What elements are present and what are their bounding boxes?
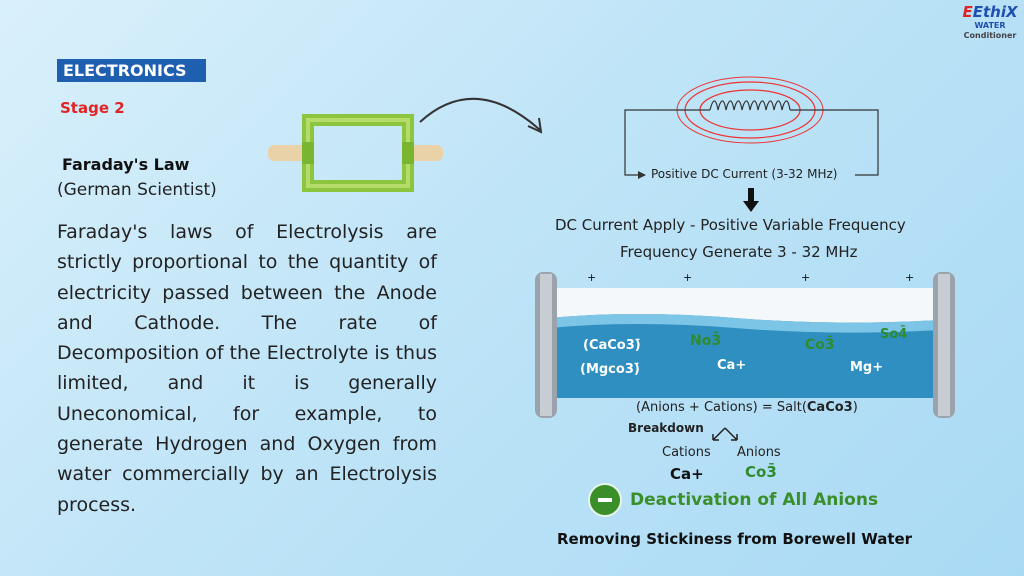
logo-sub: WATER [974, 21, 1006, 30]
law-title: Faraday's Law [62, 155, 190, 174]
water-tube-image: + + + + (CaCo3)̄ (Mgco3)̄ No3̄ Ca+ Co3̄ So4… [535, 270, 955, 420]
footer-caption: Removing Stickiness from Borewell Water [557, 530, 913, 548]
logo-tag: Conditioner [963, 31, 1017, 40]
section-tag: ELECTRONICS [57, 59, 206, 82]
anion-value: Co3̄ [745, 463, 777, 481]
law-subtitle: (German Scientist) [57, 180, 217, 200]
brand-logo: EEthiX WATER Conditioner [962, 3, 1018, 41]
desc-line-2: Frequency Generate 3 - 32 MHz [620, 243, 858, 261]
breakdown-label: Breakdown [628, 421, 704, 435]
cation-value: Ca+ [670, 465, 704, 483]
stage-label: Stage 2 [60, 99, 125, 117]
split-arrows-icon [712, 427, 738, 441]
salt-equation: (Anions + Cations) = Salt(CaCo3) [636, 400, 858, 415]
curved-arrow-icon [419, 97, 543, 134]
svg-text:+: + [905, 271, 914, 284]
anions-label: Anions [737, 445, 781, 460]
description-paragraph: Faraday's laws of Electrolysis are stric… [57, 221, 438, 516]
ion-co3: Co3̄ [805, 337, 835, 353]
deactivation-banner: Deactivation of All Anions [588, 483, 878, 517]
svg-text:+: + [801, 271, 810, 284]
svg-text:+: + [683, 271, 692, 284]
ion-caco3: (CaCo3)̄ [583, 338, 641, 353]
ion-mgco3: (Mgco3)̄ [580, 362, 640, 377]
svg-text:+: + [587, 271, 596, 284]
cations-label: Cations [662, 445, 711, 460]
ion-mg: Mg+ [850, 360, 884, 375]
desc-line-1: DC Current Apply - Positive Variable Fre… [555, 216, 906, 234]
ion-no3: No3̄ [690, 333, 722, 349]
down-arrow-icon [743, 188, 759, 212]
pipe-device-image [268, 114, 443, 192]
minus-circle-icon [588, 483, 622, 517]
ion-ca: Ca+ [717, 358, 747, 373]
coil-circuit-diagram [624, 76, 879, 179]
coil-label: Positive DC Current (3-32 MHz) [651, 167, 838, 181]
ion-so4: So4̄ [880, 327, 908, 342]
